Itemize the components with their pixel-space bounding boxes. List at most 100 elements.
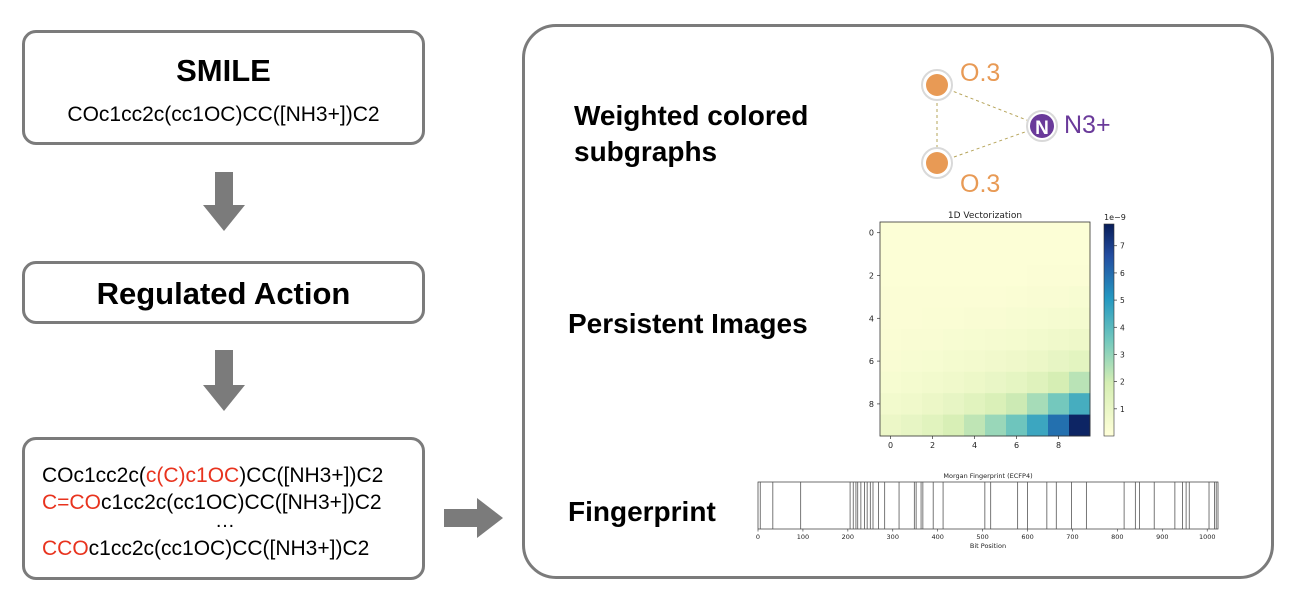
heatmap-cell bbox=[964, 329, 986, 351]
fingerprint-title: Morgan Fingerprint (ECFP4) bbox=[943, 472, 1032, 480]
fingerprint-bits bbox=[759, 482, 1217, 529]
heatmap-cell bbox=[943, 286, 965, 308]
heatmap-cell bbox=[1006, 222, 1028, 244]
heatmap-cell bbox=[1048, 393, 1070, 415]
right-arrow bbox=[444, 498, 503, 538]
heatmap-cell bbox=[1027, 243, 1049, 266]
heatmap-cell bbox=[1069, 243, 1091, 266]
heatmap-cell bbox=[985, 222, 1007, 244]
heatmap-cell bbox=[1048, 286, 1070, 308]
heatmap-cell bbox=[901, 414, 923, 437]
subgraph-label: Weighted colored subgraphs bbox=[574, 100, 809, 167]
heatmap-cell bbox=[943, 222, 965, 244]
heatmap-cell bbox=[880, 307, 902, 330]
smile-string: COc1cc2c(cc1OC)CC([NH3+])C2 bbox=[67, 103, 380, 126]
heatmap-cell bbox=[1048, 307, 1070, 330]
heatmap-cell bbox=[922, 393, 944, 415]
heatmap-cell bbox=[985, 371, 1007, 394]
generated-smiles-box: COc1cc2c(c(C)c1OC)CC([NH3+])C2 C=COc1cc2… bbox=[22, 437, 425, 580]
heatmap-cell bbox=[1027, 371, 1049, 394]
heatmap-cell bbox=[901, 264, 923, 287]
oxygen-node-1: O.3 bbox=[921, 59, 1000, 101]
heatmap-cell bbox=[880, 286, 902, 308]
colorbar-tick-label: 3 bbox=[1120, 350, 1125, 359]
fp-tick-label: 400 bbox=[931, 533, 943, 541]
heatmap-cell bbox=[1027, 222, 1049, 244]
colorbar-tick-label: 1 bbox=[1120, 405, 1125, 414]
heatmap-cell bbox=[964, 393, 986, 415]
fp-tick-label: 100 bbox=[797, 533, 809, 541]
heatmap-cell bbox=[985, 264, 1007, 287]
heatmap-cell bbox=[901, 307, 923, 330]
heatmap-cell bbox=[1006, 371, 1028, 394]
heatmap-cell bbox=[901, 286, 923, 308]
generated-smile-3: CCOc1cc2c(cc1OC)CC([NH3+])C2 bbox=[42, 537, 369, 561]
heatmap-cell bbox=[880, 243, 902, 266]
heatmap-cell bbox=[1069, 393, 1091, 415]
heatmap-cell bbox=[985, 286, 1007, 308]
heatmap-cell bbox=[1048, 222, 1070, 244]
generated-smile-2: C=COc1cc2c(cc1OC)CC([NH3+])C2 bbox=[42, 491, 382, 515]
generated-smile-1: COc1cc2c(c(C)c1OC)CC([NH3+])C2 bbox=[42, 464, 383, 488]
smile-fragment-modified: CCO bbox=[42, 537, 89, 560]
x-tick-label: 0 bbox=[888, 441, 893, 450]
heatmap-cell bbox=[1069, 222, 1091, 244]
heatmap-cell bbox=[880, 371, 902, 394]
heatmap-cell bbox=[922, 371, 944, 394]
heatmap-cell bbox=[922, 350, 944, 373]
heatmap-cell bbox=[901, 222, 923, 244]
heatmap-cell bbox=[1048, 350, 1070, 373]
fp-tick-label: 300 bbox=[887, 533, 899, 541]
x-tick-label: 6 bbox=[1014, 441, 1019, 450]
heatmap-cell bbox=[1069, 350, 1091, 373]
colorbar-tick-label: 4 bbox=[1120, 323, 1125, 332]
heatmap-cell bbox=[985, 350, 1007, 373]
smile-fragment-modified: C=CO bbox=[42, 491, 101, 514]
heatmap-cell bbox=[1006, 286, 1028, 308]
subgraph-diagram: O.3 O.3 N N3+ bbox=[921, 59, 1111, 198]
heatmap-cell bbox=[901, 350, 923, 373]
heatmap-cell bbox=[1069, 329, 1091, 351]
heatmap-cell bbox=[964, 350, 986, 373]
node-label-o2: O.3 bbox=[960, 170, 1000, 198]
heatmap-cell bbox=[901, 329, 923, 351]
fp-tick-label: 0 bbox=[756, 533, 760, 541]
heatmap-cell bbox=[1006, 264, 1028, 287]
heatmap-cell bbox=[964, 414, 986, 437]
heatmap-cell bbox=[964, 371, 986, 394]
heatmap-cell bbox=[1006, 350, 1028, 373]
smile-box: SMILE COc1cc2c(cc1OC)CC([NH3+])C2 bbox=[22, 30, 425, 145]
heatmap-cell bbox=[964, 307, 986, 330]
smile-fragment: c1cc2c(cc1OC)CC([NH3+])C2 bbox=[100, 491, 382, 514]
node-label-o1: O.3 bbox=[960, 59, 1000, 87]
colorbar-tick-label: 7 bbox=[1120, 242, 1125, 251]
fingerprint-chart: Morgan Fingerprint (ECFP4) 0 100 200 300 400… bbox=[756, 472, 1219, 550]
x-tick-label: 4 bbox=[972, 441, 977, 450]
heatmap-cell bbox=[1069, 264, 1091, 287]
heatmap-cell bbox=[1006, 329, 1028, 351]
heatmap-cells bbox=[880, 222, 1091, 437]
heatmap-cell bbox=[964, 264, 986, 287]
heatmap-cell bbox=[922, 264, 944, 287]
fingerprint-xlabel: Bit Position bbox=[970, 542, 1006, 550]
regulated-action-box: Regulated Action bbox=[22, 261, 425, 324]
heatmap-cell bbox=[943, 264, 965, 287]
heatmap-cell bbox=[922, 286, 944, 308]
heatmap-title: 1D Vectorization bbox=[948, 211, 1022, 221]
heatmap-cell bbox=[922, 307, 944, 330]
heatmap-frame bbox=[879, 221, 1091, 437]
colorbar bbox=[1103, 223, 1115, 437]
heatmap-cell bbox=[1027, 329, 1049, 351]
heatmap-cell bbox=[943, 371, 965, 394]
fp-tick-label: 700 bbox=[1066, 533, 1078, 541]
heatmap-cell bbox=[985, 393, 1007, 415]
fingerprint-frame bbox=[757, 481, 1219, 530]
fp-tick-label: 200 bbox=[842, 533, 854, 541]
heatmap-cell bbox=[964, 243, 986, 266]
heatmap-cell bbox=[964, 222, 986, 244]
heatmap-cell bbox=[922, 414, 944, 437]
heatmap-cell bbox=[964, 286, 986, 308]
